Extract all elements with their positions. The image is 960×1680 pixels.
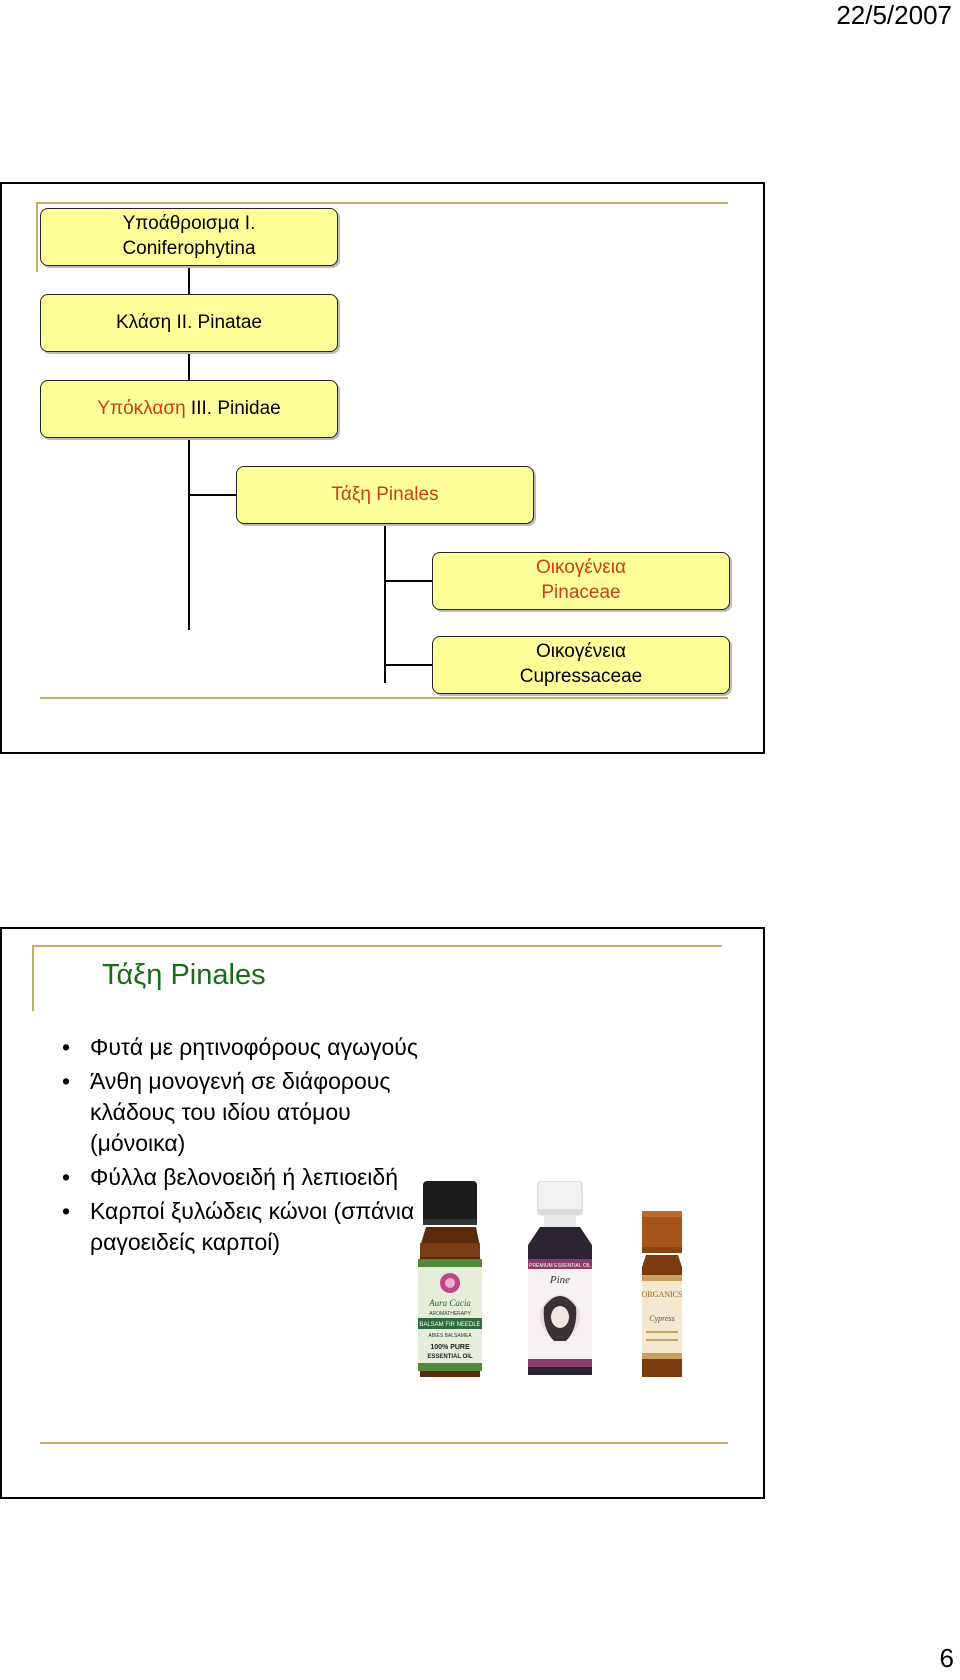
bottle3-name: Cypress xyxy=(649,1314,674,1323)
bottle2-band: PREMIUM ESSENTIAL OIL xyxy=(529,1263,591,1269)
node-family-cupressaceae-line2: Cupressaceae xyxy=(519,666,643,687)
node-order: Τάξη Pinales xyxy=(236,466,534,524)
connector-to-pinaceae xyxy=(384,580,434,582)
node-order-label: Τάξη Pinales xyxy=(331,483,439,505)
bullet-item: Φύλλα βελονοειδή ή λεπιοειδή xyxy=(62,1162,422,1193)
page-number: 6 xyxy=(939,1643,954,1673)
frame-line-bottom xyxy=(40,1442,728,1444)
bullet-item: Άνθη μονογενή σε διάφορους κλάδους του ι… xyxy=(62,1066,422,1159)
frame-line-left xyxy=(32,945,34,1011)
node-subclass-prefix: Υπόκλαση xyxy=(97,397,191,419)
bullet-list: Φυτά με ρητινοφόρους αγωγούς Άνθη μονογε… xyxy=(62,1032,422,1261)
node-family-pinaceae-line2: Pinaceae xyxy=(541,582,621,603)
node-class: Κλάση II. Pinatae xyxy=(40,294,338,352)
bottle1-brand: Aura Cacia xyxy=(428,1298,471,1308)
print-date: 22/5/2007 xyxy=(836,0,952,30)
pine-oil-bottle-image: PREMIUM ESSENTIAL OIL Pine xyxy=(528,1181,592,1375)
node-family-cupressaceae-line1: Οικογένεια xyxy=(536,641,626,663)
connector-to-cupressaceae xyxy=(384,664,434,666)
slide-order-pinales: Τάξη Pinales Φυτά με ρητινοφόρους αγωγού… xyxy=(0,927,765,1499)
frame-line-top xyxy=(36,202,728,204)
frame-line-bottom xyxy=(40,697,728,699)
bullet-item: Καρποί ξυλώδεις κώνοι (σπάνια ραγοειδείς… xyxy=(62,1196,422,1258)
bottle1-sub: AROMATHERAPY xyxy=(429,1311,471,1317)
bullet-item: Φυτά με ρητινοφόρους αγωγούς xyxy=(62,1032,422,1063)
cypress-oil-bottle-image: ORGANICS Cypress xyxy=(642,1211,683,1377)
node-class-label: Κλάση II. Pinatae xyxy=(116,311,262,333)
bottle2-name: Pine xyxy=(549,1274,570,1286)
frame-line-left xyxy=(36,202,38,272)
node-subphylum-line2: Coniferophytina xyxy=(122,238,256,259)
node-subclass: Υπόκλαση III. Pinidae xyxy=(40,380,338,438)
node-subclass-suffix: III. Pinidae xyxy=(190,397,281,419)
connector-main-vertical xyxy=(188,264,190,630)
connector-order-vertical xyxy=(384,522,386,683)
bottle3-brand: ORGANICS xyxy=(642,1290,683,1299)
bottle1-latin: ABIES BALSAMEA xyxy=(428,1333,472,1339)
connector-to-order xyxy=(188,494,238,496)
slide-taxonomy-tree: Υποάθροισμα I. Coniferophytina Κλάση II. … xyxy=(0,182,765,754)
balsam-fir-oil-bottle-image: Aura Cacia AROMATHERAPY BALSAM FIR NEEDL… xyxy=(418,1181,482,1377)
bottle1-pure1: 100% PURE xyxy=(430,1344,470,1351)
node-subphylum-line1: Υποάθροισμα I. xyxy=(122,213,256,235)
node-family-pinaceae-line1: Οικογένεια xyxy=(536,557,626,579)
bottle1-pure2: ESSENTIAL OIL xyxy=(427,1354,473,1360)
bottle1-name: BALSAM FIR NEEDLE xyxy=(419,1322,480,1328)
frame-line-top xyxy=(32,945,722,947)
slide-title: Τάξη Pinales xyxy=(102,959,266,991)
node-subphylum: Υποάθροισμα I. Coniferophytina xyxy=(40,208,338,266)
